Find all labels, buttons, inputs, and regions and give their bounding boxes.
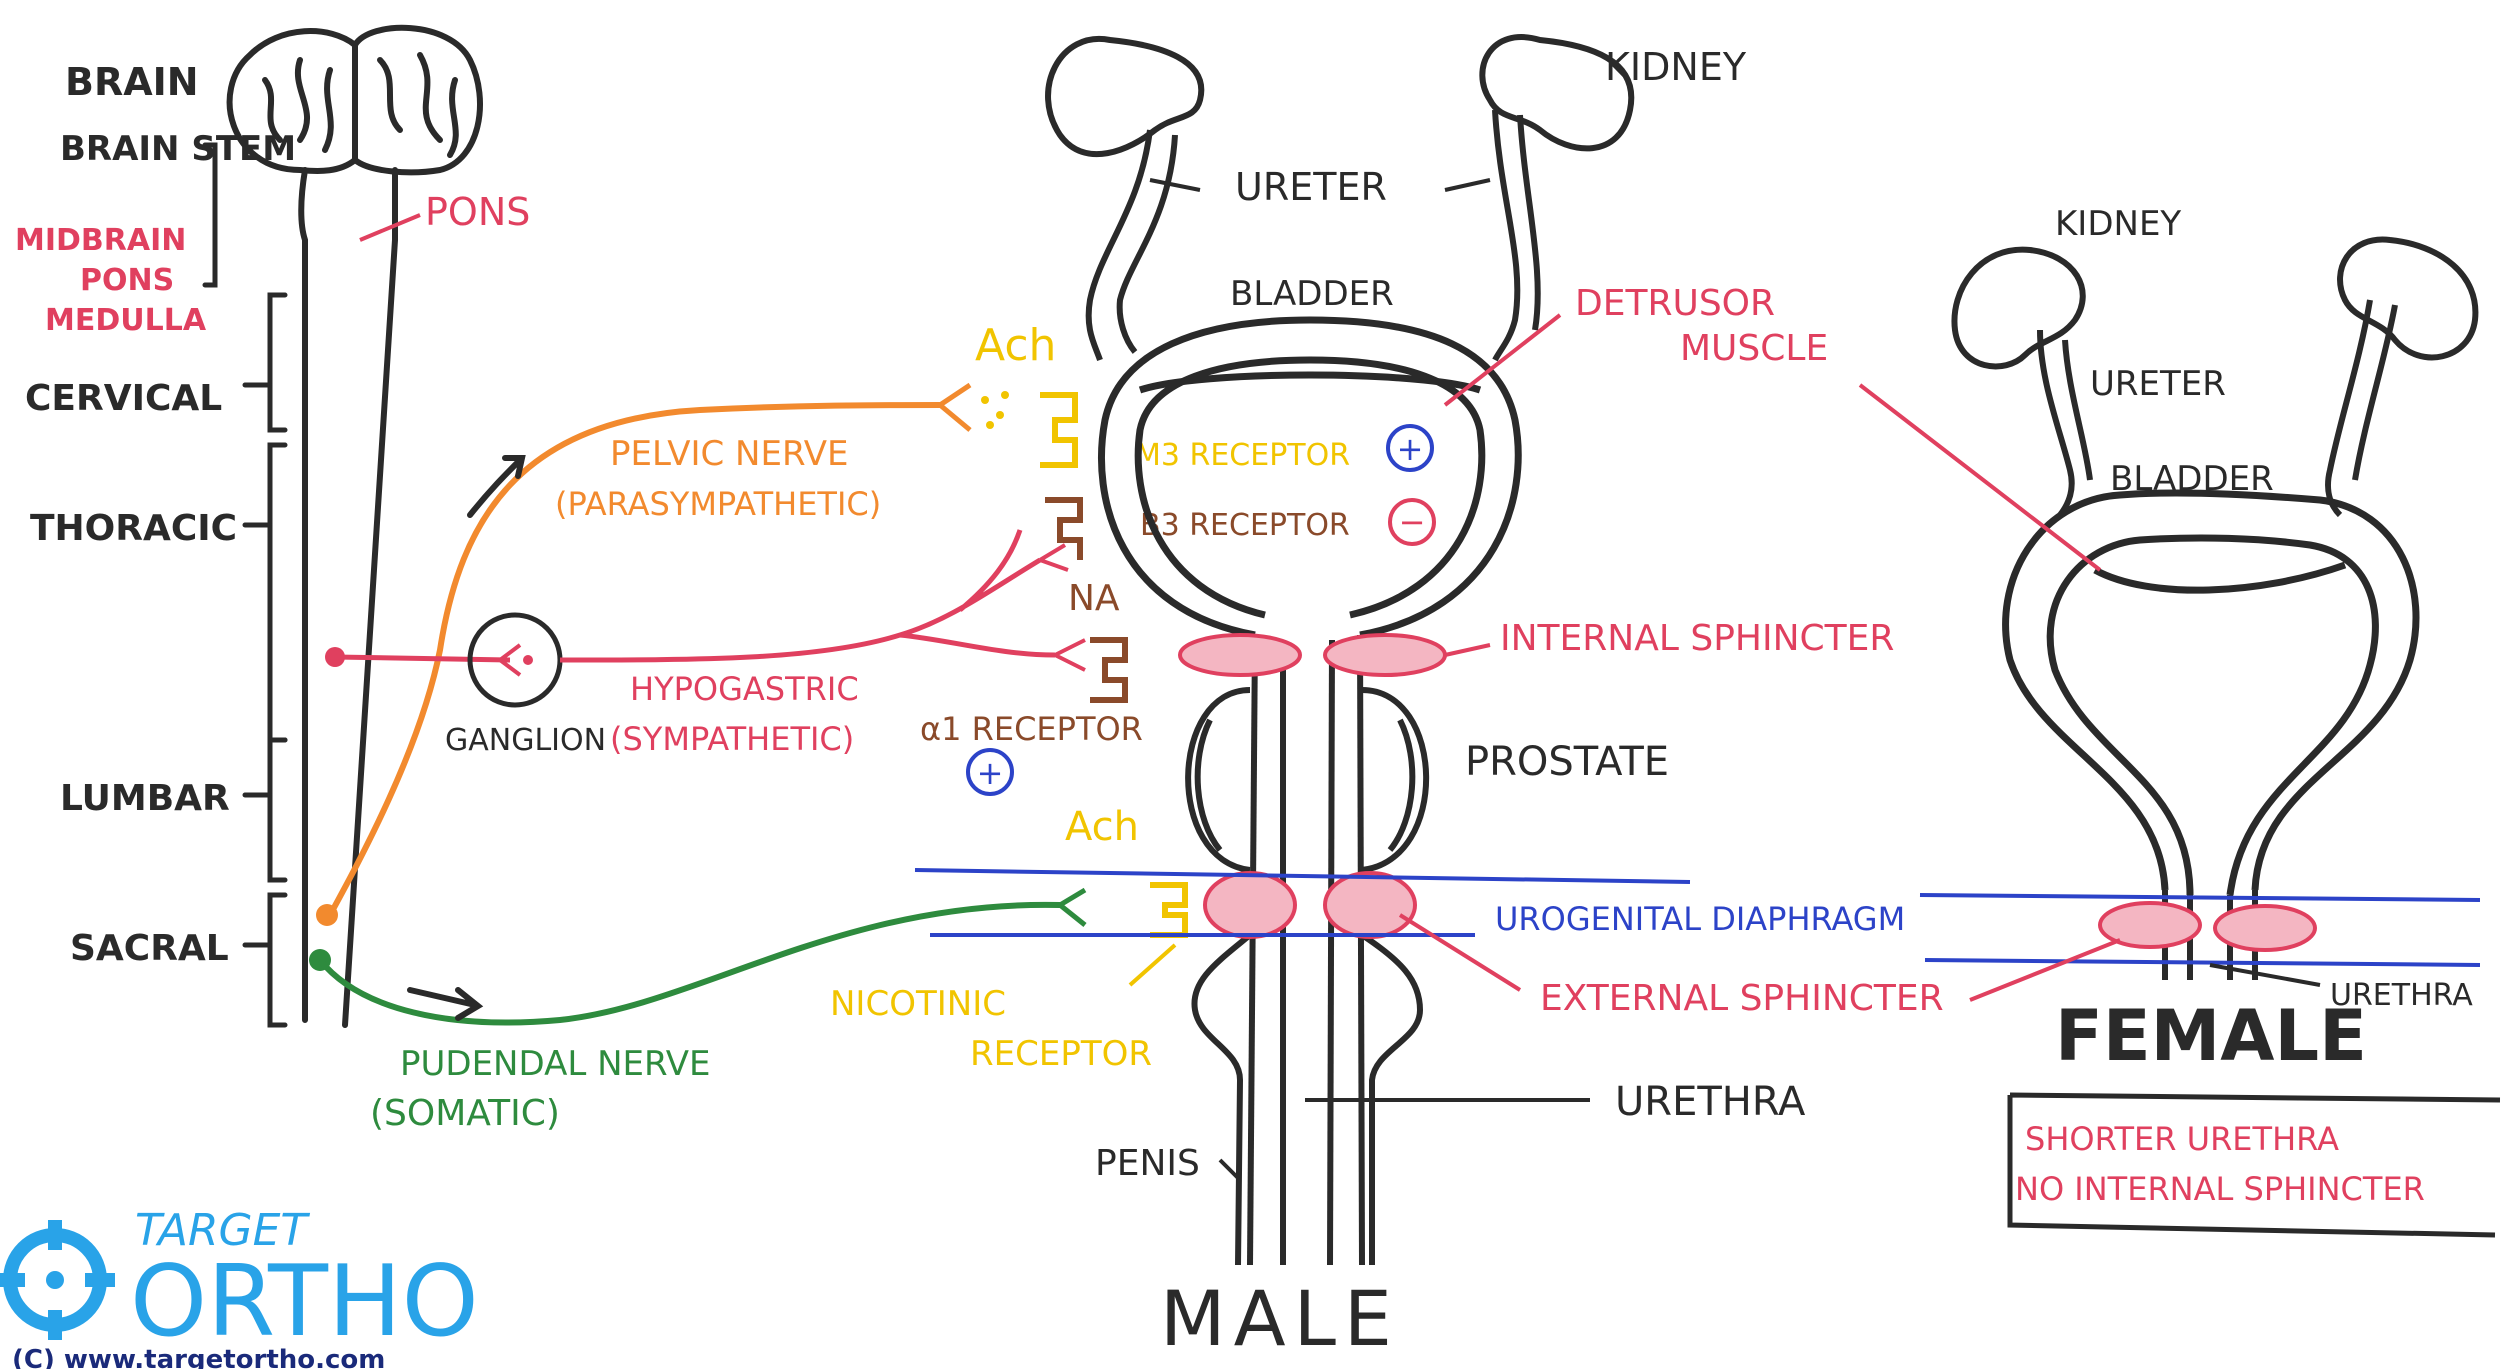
ureter-pointer-right bbox=[1445, 180, 1490, 190]
b3-receptor-label: B3 RECEPTOR bbox=[1140, 508, 1350, 543]
female-detrusor-pointer bbox=[1860, 385, 2100, 570]
cervical-label: CERVICAL bbox=[25, 378, 222, 419]
male-bladder bbox=[1101, 320, 1518, 635]
medulla-label: MEDULLA bbox=[45, 303, 207, 338]
female-kidney-label: KIDNEY bbox=[2055, 204, 2181, 244]
female-bladder-label: BLADDER bbox=[2110, 459, 2274, 499]
external-sphincter-label: EXTERNAL SPHINCTER bbox=[1540, 978, 1944, 1019]
pelvic-nerve-label: PELVIC NERVE bbox=[610, 434, 848, 474]
nicotinic-label: NICOTINIC bbox=[830, 984, 1006, 1024]
ureter-pointer-left bbox=[1150, 180, 1200, 190]
male-ureter-label: URETER bbox=[1235, 165, 1387, 209]
male-kidney-left bbox=[1048, 39, 1201, 154]
lumbar-label: LUMBAR bbox=[60, 778, 230, 819]
nicotinic-pointer bbox=[1130, 945, 1175, 985]
sacral-label: SACRAL bbox=[70, 928, 229, 969]
pons-label: PONS bbox=[425, 190, 530, 234]
alpha1-sign: + bbox=[977, 754, 1004, 792]
b3-sign: − bbox=[1399, 503, 1426, 541]
female-note-1: SHORTER URETHRA bbox=[2025, 1120, 2339, 1158]
m3-receptor-bracket bbox=[1040, 395, 1075, 465]
female-bladder-lumen bbox=[2095, 565, 2345, 590]
male-title: MALE bbox=[1160, 1274, 1400, 1363]
alpha1-receptor-bracket bbox=[1090, 640, 1125, 700]
crosshair-center bbox=[46, 1271, 64, 1289]
ganglion-label: GANGLION bbox=[445, 723, 606, 758]
na-label: NA bbox=[1068, 578, 1120, 619]
b3-receptor-bracket bbox=[1045, 500, 1080, 560]
hypogastric-type-label: (SYMPATHETIC) bbox=[610, 720, 854, 758]
pudendal-label: PUDENDAL NERVE bbox=[400, 1044, 711, 1084]
bladder-outer bbox=[1101, 320, 1518, 635]
pudendal-type-label: (SOMATIC) bbox=[370, 1093, 560, 1134]
external-sphincter bbox=[1205, 873, 1415, 937]
male-kidneys bbox=[1048, 37, 1631, 154]
pelvic-type-label: (PARASYMPATHETIC) bbox=[555, 485, 881, 523]
m3-receptor-label: M3 RECEPTOR bbox=[1135, 438, 1350, 473]
male-urethra-label: URETHRA bbox=[1615, 1079, 1806, 1125]
female-external-sphincter-pointer bbox=[1970, 940, 2120, 1000]
female-title: FEMALE bbox=[2055, 995, 2367, 1077]
pons-small-label: PONS bbox=[80, 263, 174, 298]
nicotinic-receptor-bracket bbox=[1150, 885, 1185, 935]
male-urethra-tube bbox=[1250, 635, 1362, 1265]
prostate bbox=[1188, 690, 1426, 870]
brain-stem-label: BRAIN STEM bbox=[60, 129, 296, 169]
internal-sphincter-pointer bbox=[1445, 645, 1490, 655]
ach-vesicles-top bbox=[981, 391, 1009, 429]
hypogastric-label: HYPOGASTRIC bbox=[630, 670, 859, 708]
male-kidney-label: KIDNEY bbox=[1605, 45, 1747, 89]
pudendal-terminal bbox=[1060, 890, 1085, 925]
brain-stem-text: BRAIN STEM bbox=[60, 129, 296, 169]
midbrain-label: MIDBRAIN bbox=[15, 223, 186, 258]
ach-top-label: Ach bbox=[975, 320, 1056, 371]
female-kidneys bbox=[1954, 240, 2475, 367]
nicotinic-label-2: RECEPTOR bbox=[970, 1034, 1152, 1074]
logo-ortho: ORTHO bbox=[130, 1245, 479, 1359]
hypogastric-postganglionic bbox=[560, 530, 1055, 660]
thoracic-label: THORACIC bbox=[30, 508, 237, 549]
male-bladder-label: BLADDER bbox=[1230, 274, 1394, 314]
spinal-cord bbox=[301, 170, 395, 1025]
target-ortho-logo: TARGET ORTHO (C) www.targetortho.com bbox=[0, 1205, 479, 1369]
brain-label: BRAIN bbox=[65, 60, 199, 104]
pelvic-origin-dot bbox=[316, 904, 338, 926]
female-ureter-label: URETER bbox=[2090, 364, 2226, 404]
hypogastric-nerve-line bbox=[335, 657, 510, 660]
internal-sphincter-label: INTERNAL SPHINCTER bbox=[1500, 618, 1894, 659]
female-note-box bbox=[2010, 1095, 2500, 1235]
m3-sign: + bbox=[1397, 430, 1424, 468]
bladder-lumen-top bbox=[1140, 375, 1480, 390]
female-bladder bbox=[2006, 493, 2416, 895]
alpha1-receptor-label: α1 RECEPTOR bbox=[920, 710, 1143, 748]
pelvic-terminal bbox=[940, 385, 970, 430]
ach-bottom-label: Ach bbox=[1065, 804, 1139, 850]
ganglion-dot bbox=[523, 655, 533, 665]
pons-pointer bbox=[360, 215, 420, 240]
female-external-sphincter bbox=[2100, 903, 2315, 950]
female-note-2: NO INTERNAL SPHINCTER bbox=[2015, 1170, 2425, 1208]
prostate-label: PROSTATE bbox=[1465, 739, 1669, 785]
hypogastric-terminal-top bbox=[1040, 545, 1068, 570]
segment-brackets bbox=[205, 145, 285, 1025]
internal-sphincter bbox=[1180, 635, 1445, 675]
urogenital-label: UROGENITAL DIAPHRAGM bbox=[1495, 900, 1905, 938]
female-urethra-pointer bbox=[2210, 965, 2320, 985]
detrusor-label-2: MUSCLE bbox=[1680, 328, 1828, 369]
bladder-inner bbox=[1138, 360, 1482, 615]
hypogastric-terminal-bottom bbox=[1055, 640, 1085, 670]
detrusor-label: DETRUSOR bbox=[1575, 283, 1775, 324]
penis-label: PENIS bbox=[1095, 1143, 1200, 1184]
logo-url: (C) www.targetortho.com bbox=[12, 1345, 385, 1369]
